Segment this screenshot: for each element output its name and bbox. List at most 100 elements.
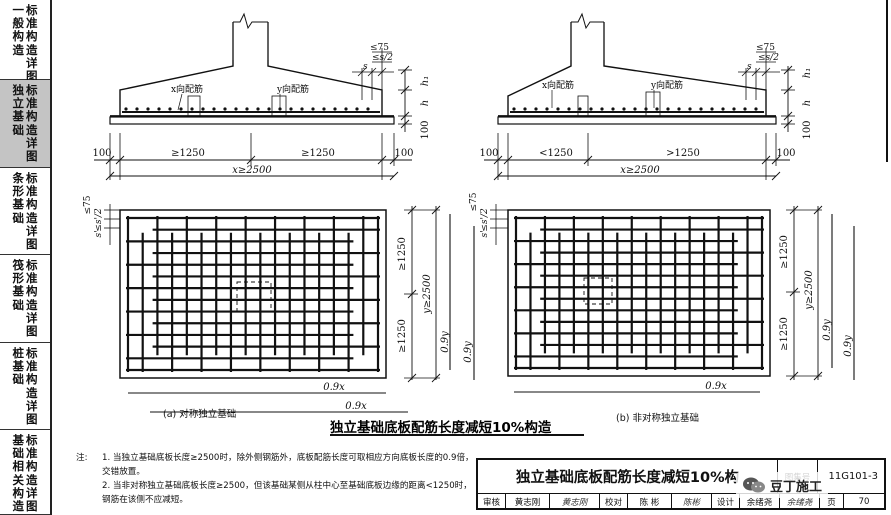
section-b-vertical-dims: h₁ h 100	[781, 65, 813, 140]
rebar-dot	[688, 107, 692, 111]
reviewer-signature: 黄志刚	[550, 494, 600, 510]
designer-signature: 余绪尧	[780, 494, 820, 510]
sidebar-char: 础	[12, 297, 25, 312]
section-b-plan-right-dims: ≥1250 ≥1250 y≥2500 0.9y 0.9y	[779, 205, 855, 381]
sidebar-char: 造	[26, 297, 38, 312]
b-plan-s: s'	[480, 230, 490, 237]
rebar-dot	[611, 107, 615, 111]
rebar-dot	[556, 107, 560, 111]
section-b-horizontal-dims: 100 <1250 >1250 100 x≥2500	[479, 133, 796, 181]
a-s-label: s	[363, 62, 368, 72]
sidebar-char: 标	[26, 83, 38, 97]
rebar-dot	[545, 107, 549, 111]
rebar-dot	[622, 107, 626, 111]
sidebar-char: 础	[12, 122, 25, 137]
sidebar-item-2-col-1: 标准构造详图	[26, 171, 38, 254]
sidebar-char: 础	[12, 210, 25, 225]
sidebar-char: 构	[12, 485, 25, 500]
sidebar-char: 一	[12, 3, 25, 17]
sidebar-char: 构	[26, 29, 38, 44]
rebar-dot	[344, 107, 348, 111]
sidebar-item-4[interactable]: 桩基础标准构造详图	[0, 343, 50, 430]
a-h1-label: h₁	[420, 76, 431, 86]
b-le75-label: ≤75	[756, 43, 775, 53]
proofer-signature: 陈彬	[672, 494, 712, 510]
sidebar-char: 独	[12, 83, 25, 97]
sidebar-char: 标	[26, 258, 38, 272]
a-09y-label: 0.9y	[440, 331, 451, 353]
sidebar-item-5-col-1: 标准构造详图	[26, 433, 38, 514]
sidebar-item-3-col-1: 标准构造详图	[26, 258, 38, 342]
review-label: 审核	[478, 494, 506, 510]
proofer-name: 陈 彬	[628, 494, 672, 510]
sidebar-char: 构	[26, 284, 38, 299]
rebar-dot	[633, 107, 637, 111]
b-left-half-label: <1250	[539, 148, 573, 159]
sidebar-char: 筏	[12, 258, 25, 272]
rebar-dot	[135, 107, 139, 111]
sidebar-item-5-col-0: 基础相关构造	[12, 433, 25, 514]
b-plan-s2: ≤s'/2	[480, 208, 490, 232]
sidebar-item-0[interactable]: 一般构造标准构造详图	[0, 0, 50, 83]
sidebar-char: 详	[26, 135, 38, 150]
a-100-left: 100	[92, 148, 111, 159]
b-y-rebar-label: y向配筋	[650, 79, 683, 91]
sidebar-char: 详	[26, 55, 38, 70]
sidebar-item-1[interactable]: 独立基础标准构造详图	[0, 80, 50, 168]
rebar-dot	[179, 107, 183, 111]
sidebar-char: 详	[26, 310, 38, 325]
sidebar-char: 标	[26, 171, 38, 185]
a-plan-s: s'	[94, 230, 104, 237]
rebar-dot	[523, 107, 527, 111]
sidebar-char: 造	[26, 210, 38, 225]
rebar-dot	[289, 107, 293, 111]
sidebar-item-3[interactable]: 筏形基础标准构造详图	[0, 255, 50, 343]
sidebar-char: 图	[26, 412, 38, 427]
sidebar-char: 基	[12, 284, 25, 299]
rebar-dot	[201, 107, 205, 111]
rebar-dot	[300, 107, 304, 111]
rebar-dot	[721, 107, 725, 111]
sidebar-char: 相	[12, 459, 25, 474]
rebar-dot	[157, 107, 161, 111]
sidebar-item-0-col-1: 标准构造详图	[26, 3, 38, 82]
b-09x-label: 0.9x	[705, 381, 727, 392]
sidebar-char: 条	[12, 171, 25, 185]
rebar-dot	[743, 107, 747, 111]
sidebar-item-3-col-0: 筏形基础	[12, 258, 25, 342]
section-a-plan	[119, 209, 387, 379]
sidebar-char: 标	[26, 3, 38, 17]
b-x-rebar-label: x向配筋	[542, 79, 574, 91]
title-block: 独立基础底板配筋长度减短10%构 图集号 11G101-3 审核 黄志刚 黄志刚…	[476, 458, 886, 510]
a-y-rebar-label: y向配筋	[276, 83, 309, 95]
rebar-dot	[567, 107, 571, 111]
rebar-dot	[190, 107, 194, 111]
b-h1-label: h₁	[802, 68, 813, 78]
sidebar-char: 造	[26, 42, 38, 57]
b-h-label: h	[802, 100, 813, 106]
sidebar-item-4-col-0: 桩基础	[13, 346, 25, 429]
reviewer-name: 黄志刚	[506, 494, 550, 510]
section-b-plan	[507, 209, 771, 377]
sidebar-char: 准	[26, 359, 38, 374]
chapter-sidebar: 一般构造标准构造详图独立基础标准构造详图条形基础标准构造详图筏形基础标准构造详图…	[0, 0, 52, 515]
rebar-dot	[256, 107, 260, 111]
sidebar-item-2[interactable]: 条形基础标准构造详图	[0, 168, 50, 255]
rebar-dot	[366, 107, 370, 111]
rebar-dot	[311, 107, 315, 111]
rebar-dot	[168, 107, 172, 111]
rebar-dot	[212, 107, 216, 111]
notes: 注: 1. 当独立基础底板长度≥2500时，除外侧钢筋外，底板配筋长度可取相应方…	[76, 451, 476, 507]
sidebar-char: 准	[26, 446, 38, 461]
proof-label: 校对	[600, 494, 628, 510]
notes-label: 注:	[76, 453, 88, 463]
rebar-dot	[732, 107, 736, 111]
sidebar-char: 图	[26, 499, 38, 514]
note-1: 1. 当独立基础底板长度≥2500时，除外侧钢筋外，底板配筋长度可取相应方向底板…	[102, 453, 474, 477]
main-title: 独立基础底板配筋长度减短10%构造	[330, 420, 552, 436]
sidebar-char: 造	[26, 385, 38, 400]
sidebar-char: 关	[12, 472, 25, 487]
sidebar-char: 详	[26, 398, 38, 413]
